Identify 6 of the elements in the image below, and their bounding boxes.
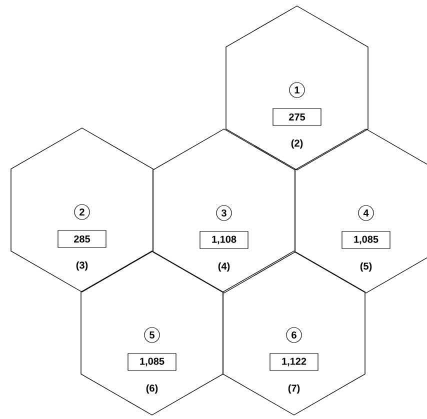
value-box: 1,085 <box>128 353 176 371</box>
value-box: 285 <box>58 230 106 248</box>
value-box: 275 <box>272 108 322 126</box>
value-box: 1,122 <box>270 353 318 371</box>
value-box: 1,085 <box>342 231 390 249</box>
value-box: 1,108 <box>200 231 248 249</box>
